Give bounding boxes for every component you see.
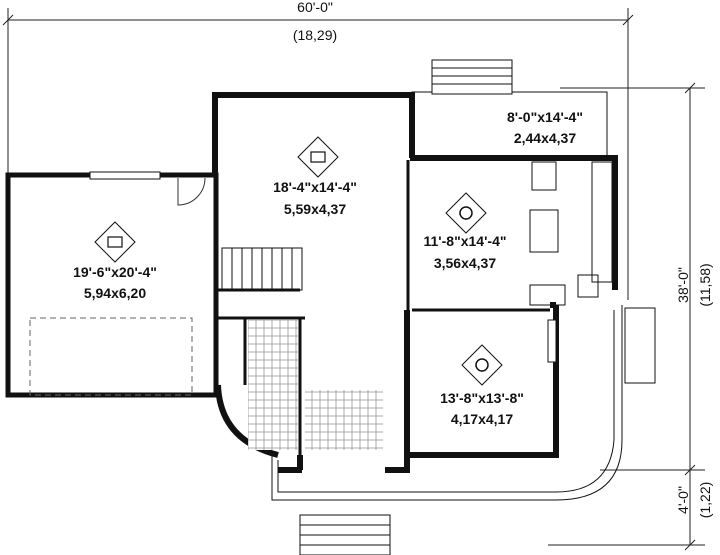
car-icon: [94, 221, 136, 263]
rear-porch-size-imperial: 8'-0"x14'-4": [507, 109, 583, 125]
living-room-size-imperial: 18'-4"x14'-4": [273, 179, 357, 195]
garage-size-imperial: 19'-6"x20'-4": [73, 264, 157, 280]
kitchen-fixtures: [529, 161, 613, 306]
rear-porch-size-metric: 2,44x4,37: [514, 130, 576, 146]
kitchen-size-imperial: 11'-8"x14'-4": [424, 233, 507, 249]
rear-porch: [411, 59, 608, 159]
overall-depth-label: 38'-0": [675, 267, 691, 303]
living-room-size-metric: 5,59x4,37: [284, 201, 346, 217]
dimension-lines: [2, 8, 705, 551]
porch-depth-label: 4'-0": [675, 486, 691, 514]
overall-depth-metric: (11,58): [697, 263, 713, 306]
interior-walls: [218, 160, 550, 455]
dining-room-size-imperial: 13'-8"x13'-8": [440, 390, 524, 406]
dining-room-size-metric: 4,17x4,17: [451, 411, 513, 427]
plate-icon: [461, 344, 503, 386]
overall-width-label: 60'-0": [297, 0, 333, 15]
foyer-tile: [305, 390, 383, 450]
porch-depth-metric: (1,22): [697, 482, 713, 519]
sofa-icon: [297, 136, 339, 178]
coffee-cup-icon: [445, 192, 487, 234]
kitchen-size-metric: 3,56x4,37: [434, 255, 496, 271]
staircase: [221, 247, 303, 291]
bathroom-tile: [248, 320, 298, 450]
garage-size-metric: 5,94x6,20: [84, 285, 146, 301]
turret-wall: [215, 384, 279, 458]
overall-width-metric: (18,29): [293, 27, 337, 43]
front-porch: [271, 305, 656, 555]
garage: [5, 171, 219, 398]
window-bay: [547, 319, 557, 363]
room-icons: [94, 136, 503, 386]
